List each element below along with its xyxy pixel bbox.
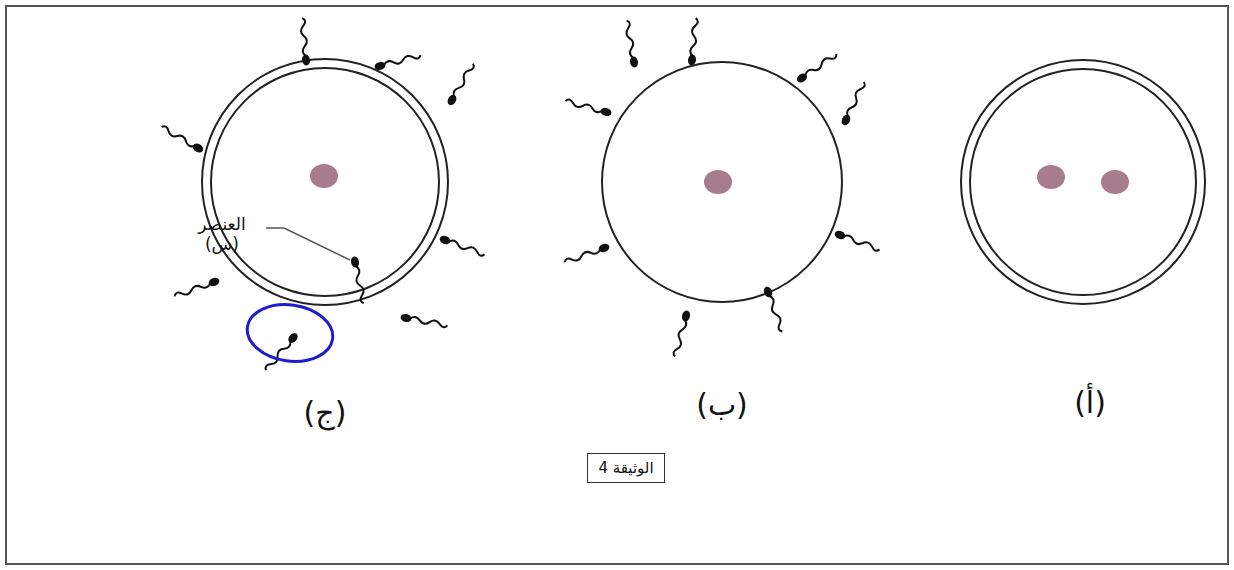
egg-without-membrane <box>602 62 842 302</box>
hand-drawn-circle <box>244 299 337 366</box>
caption-text: الوثيقة 4 <box>598 459 653 477</box>
sperm-cells <box>160 18 486 373</box>
frame <box>6 6 1228 564</box>
part-label: العنصر (س) <box>198 214 245 255</box>
egg-two-nuclei <box>961 60 1205 304</box>
egg-with-membrane <box>202 59 448 305</box>
penetrating-sperm <box>350 256 368 304</box>
leader-line <box>266 228 350 260</box>
sperm-cells <box>563 18 881 358</box>
figure-letter: (ج) <box>304 395 347 431</box>
caption-box: الوثيقة 4 <box>587 453 664 483</box>
figure-letter: (أ) <box>1074 385 1106 421</box>
figure-letter: (ب) <box>696 387 748 423</box>
